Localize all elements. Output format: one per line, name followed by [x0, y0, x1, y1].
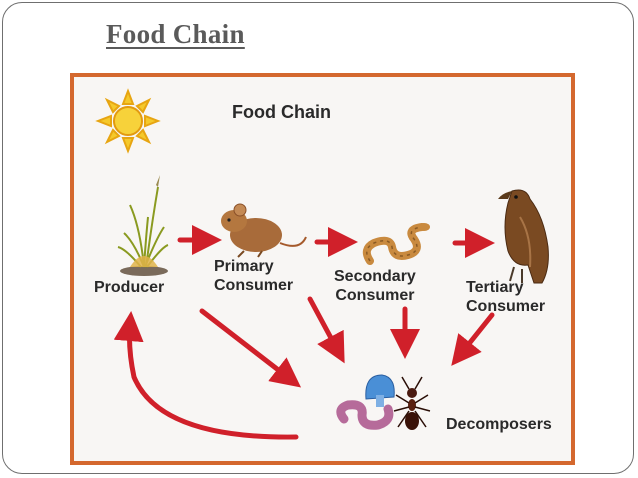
primary-consumer-label: Primary Consumer: [214, 257, 293, 295]
slide: Food Chain: [2, 2, 634, 474]
snake-icon: [362, 223, 430, 265]
worm-icon: [336, 400, 394, 430]
tertiary-consumer-label: Tertiary Consumer: [466, 278, 545, 316]
mouse-icon: [221, 203, 307, 258]
hawk-icon: [498, 189, 549, 284]
ant-icon: [393, 376, 431, 430]
tertiary-consumer-line-1: Tertiary: [466, 279, 524, 296]
arrow-tertiary-to-decomposers: [451, 312, 495, 366]
secondary-consumer-line-2: Consumer: [335, 287, 415, 304]
primary-consumer-line-1: Primary: [214, 258, 274, 275]
food-chain-diagram: Food Chain Producer Primary Consumer Sec…: [70, 73, 575, 465]
sun-icon: [95, 88, 161, 154]
secondary-consumer-label: Secondary Consumer: [334, 267, 416, 305]
mushroom-icon: [365, 374, 395, 407]
tertiary-consumer-line-2: Consumer: [466, 298, 546, 315]
diagram-title: Food Chain: [232, 102, 331, 122]
producer-label: Producer: [94, 279, 165, 296]
slide-title: Food Chain: [106, 19, 245, 49]
arrow-producer-to-decomposers: [199, 308, 302, 388]
primary-consumer-line-2: Consumer: [214, 277, 294, 294]
diagram-art: [95, 88, 549, 440]
arrow-decomposers-to-producer: [113, 311, 299, 440]
secondary-consumer-line-1: Secondary: [334, 268, 416, 285]
decomposers-label: Decomposers: [446, 416, 552, 433]
grass-icon: [117, 175, 169, 276]
arrow-primary-to-decomposers: [307, 296, 345, 364]
